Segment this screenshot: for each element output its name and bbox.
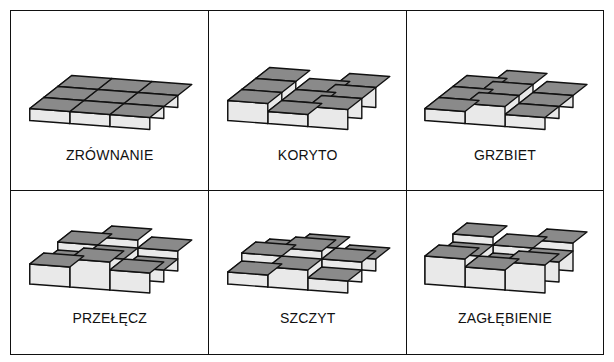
terrain-panel: GRZBIET bbox=[406, 10, 604, 192]
panel-label-row: SZCZYT bbox=[209, 310, 407, 326]
terrain-panel: SZCZYT bbox=[208, 190, 408, 355]
block-face bbox=[308, 267, 362, 281]
block-illustration bbox=[11, 191, 211, 356]
block-face bbox=[138, 237, 192, 251]
block-face bbox=[465, 256, 519, 270]
block-face bbox=[228, 261, 282, 275]
block-face bbox=[505, 104, 559, 118]
block-illustration bbox=[209, 191, 409, 356]
block-illustration bbox=[209, 11, 409, 193]
panel-label-row: ZAGŁĘBIENIE bbox=[407, 310, 603, 326]
terrain-panel: ZRÓWNANIE bbox=[10, 10, 210, 192]
block-face bbox=[58, 231, 112, 245]
panel-label: KORYTO bbox=[276, 147, 340, 163]
panel-label: PRZEŁĘCZ bbox=[70, 310, 149, 326]
terrain-panel: PRZEŁĘCZ bbox=[10, 190, 210, 355]
panel-label: GRZBIET bbox=[472, 147, 538, 163]
block-face bbox=[70, 259, 110, 290]
terrain-panel: ZAGŁĘBIENIE bbox=[406, 190, 604, 355]
panel-label: ZRÓWNANIE bbox=[64, 147, 155, 163]
block-face bbox=[30, 253, 84, 267]
block-face bbox=[228, 90, 282, 104]
block-illustration bbox=[407, 11, 605, 193]
panel-label-row: GRZBIET bbox=[407, 147, 603, 163]
panel-label-row: KORYTO bbox=[209, 147, 407, 163]
block-face bbox=[465, 267, 505, 290]
block-illustration bbox=[407, 191, 605, 356]
block-face bbox=[425, 245, 479, 259]
block-face bbox=[242, 242, 296, 256]
block-face bbox=[228, 101, 268, 124]
panel-label-row: PRZEŁĘCZ bbox=[11, 310, 209, 326]
block-face bbox=[268, 101, 322, 115]
block-face bbox=[425, 98, 479, 112]
block-illustration bbox=[11, 11, 211, 193]
panel-label: ZAGŁĘBIENIE bbox=[456, 310, 554, 326]
panel-label: SZCZYT bbox=[278, 310, 338, 326]
block-face bbox=[110, 259, 164, 273]
panel-label-row: ZRÓWNANIE bbox=[11, 147, 209, 163]
block-face bbox=[322, 248, 376, 262]
block-face bbox=[425, 256, 465, 287]
terrain-panel: KORYTO bbox=[208, 10, 408, 192]
block-face bbox=[30, 264, 70, 287]
block-face bbox=[453, 223, 507, 237]
block-face bbox=[30, 98, 84, 112]
block-face bbox=[110, 270, 150, 293]
block-face bbox=[505, 262, 545, 293]
block-face bbox=[493, 234, 547, 248]
